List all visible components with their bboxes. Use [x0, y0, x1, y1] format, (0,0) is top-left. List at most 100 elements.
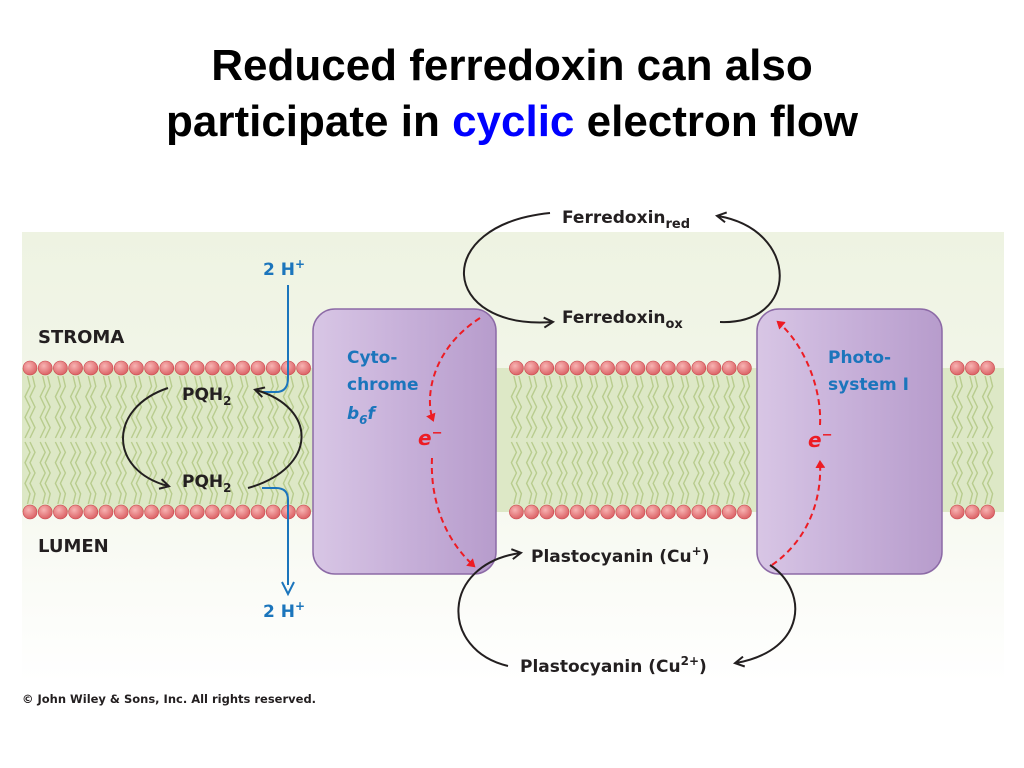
lipid-tail — [272, 441, 279, 505]
lipid-head — [721, 360, 737, 376]
lipid-head — [554, 360, 570, 376]
lipid-tail — [287, 441, 295, 505]
lipid-tail — [145, 375, 153, 439]
lipid-head — [220, 504, 235, 520]
lipid-tail — [85, 441, 92, 505]
lipid-tail — [966, 441, 974, 505]
lipid-tail — [546, 441, 553, 505]
lipid-head — [174, 360, 190, 376]
lipid-head — [980, 504, 995, 520]
lipid-tail — [586, 375, 594, 439]
lipid-tail — [85, 375, 92, 439]
lipid-head — [645, 504, 661, 520]
lipid-tail — [677, 375, 685, 439]
lipid-tail — [525, 441, 533, 505]
lipid-head — [630, 504, 646, 520]
lipid-tail — [206, 441, 214, 505]
lipid-head — [53, 360, 68, 376]
lipid-head — [509, 504, 524, 520]
lipid-tail — [226, 375, 234, 439]
lipid-head — [220, 360, 235, 376]
lipid-head — [569, 504, 585, 520]
ferredoxin-ox-label: Ferredoxinox — [562, 308, 683, 332]
proton-bottom-label: 2 H+ — [263, 599, 305, 622]
cytochrome-f: f — [368, 404, 378, 424]
ferredoxin-cycle-arrow-left — [463, 212, 552, 322]
lipid-tail — [100, 375, 107, 439]
lipid-head — [129, 504, 144, 520]
lipid-tail — [617, 375, 624, 439]
stroma-label: STROMA — [38, 327, 124, 348]
lipid-heads-bottom — [22, 504, 995, 520]
lipid-tail — [530, 441, 538, 505]
lipid-tail — [105, 375, 112, 439]
lipid-head — [980, 360, 995, 376]
lipid-tail — [176, 441, 183, 505]
lipid-tail — [743, 441, 751, 505]
lipid-tail — [54, 375, 62, 439]
pqh2-top-label: PQH2 — [182, 385, 232, 408]
lipid-tail — [24, 441, 31, 505]
lipid-tail — [74, 441, 82, 505]
proton-flow-line-top — [262, 285, 289, 393]
lipid-tail — [723, 375, 730, 439]
lipid-head — [615, 504, 631, 520]
lipid-tail — [287, 375, 295, 439]
ferredoxin-cycle-arrow-right — [718, 216, 781, 324]
lipid-tail — [541, 441, 548, 505]
lipid-head — [22, 360, 38, 376]
lipid-tail — [652, 375, 659, 439]
lipid-tail — [161, 375, 168, 439]
lipid-tail — [176, 375, 183, 439]
lipid-tail — [951, 441, 958, 505]
lipid-tail — [297, 441, 305, 505]
lipid-tail — [556, 441, 563, 505]
title-line-1: Reduced ferredoxin can also — [211, 41, 813, 90]
lipid-tail — [986, 375, 994, 439]
lipid-head — [630, 360, 646, 376]
lipid-tail — [252, 441, 259, 505]
lipid-head — [265, 504, 281, 520]
lipid-tail — [546, 375, 553, 439]
lipid-head — [98, 504, 114, 520]
lipid-head — [949, 360, 965, 376]
lipid-head — [296, 504, 311, 520]
lipid-tail — [525, 375, 533, 439]
lipid-head — [250, 504, 266, 520]
lipid-tail — [39, 375, 46, 439]
lipid-tail — [622, 441, 629, 505]
lipid-tail — [743, 375, 751, 439]
lipid-tail — [515, 441, 523, 505]
lipid-tail — [226, 441, 234, 505]
lipid-head — [539, 360, 555, 376]
lipid-tail — [130, 441, 138, 505]
lipid-head — [68, 360, 83, 376]
lipid-tail — [161, 441, 168, 505]
lipid-tail — [617, 441, 624, 505]
lipid-tail — [667, 375, 675, 439]
lipid-tail — [211, 375, 219, 439]
lipid-head — [189, 360, 205, 376]
lipid-tail — [647, 441, 654, 505]
lipid-head — [585, 360, 600, 376]
lipid-head — [585, 504, 600, 520]
lipid-head — [691, 504, 707, 520]
lumen-label: LUMEN — [38, 536, 109, 557]
lipid-tail — [24, 375, 31, 439]
cytochrome-sub-6: 6 — [359, 413, 367, 427]
lipid-tail — [530, 375, 538, 439]
lipid-head — [721, 504, 737, 520]
cytochrome-label-1: Cyto- — [347, 348, 397, 368]
lipid-tail — [586, 441, 594, 505]
lipid-tail — [206, 375, 214, 439]
lipid-tail — [150, 441, 158, 505]
lipid-head — [600, 504, 615, 520]
lipid-tail — [698, 375, 705, 439]
lipid-head — [706, 504, 722, 520]
lipid-head — [296, 360, 311, 376]
lipid-tail — [297, 375, 305, 439]
lipid-head — [144, 360, 159, 376]
lipid-tail — [986, 441, 994, 505]
cytochrome-label-2: chrome — [347, 375, 419, 395]
cytochrome-b: b — [347, 404, 359, 424]
